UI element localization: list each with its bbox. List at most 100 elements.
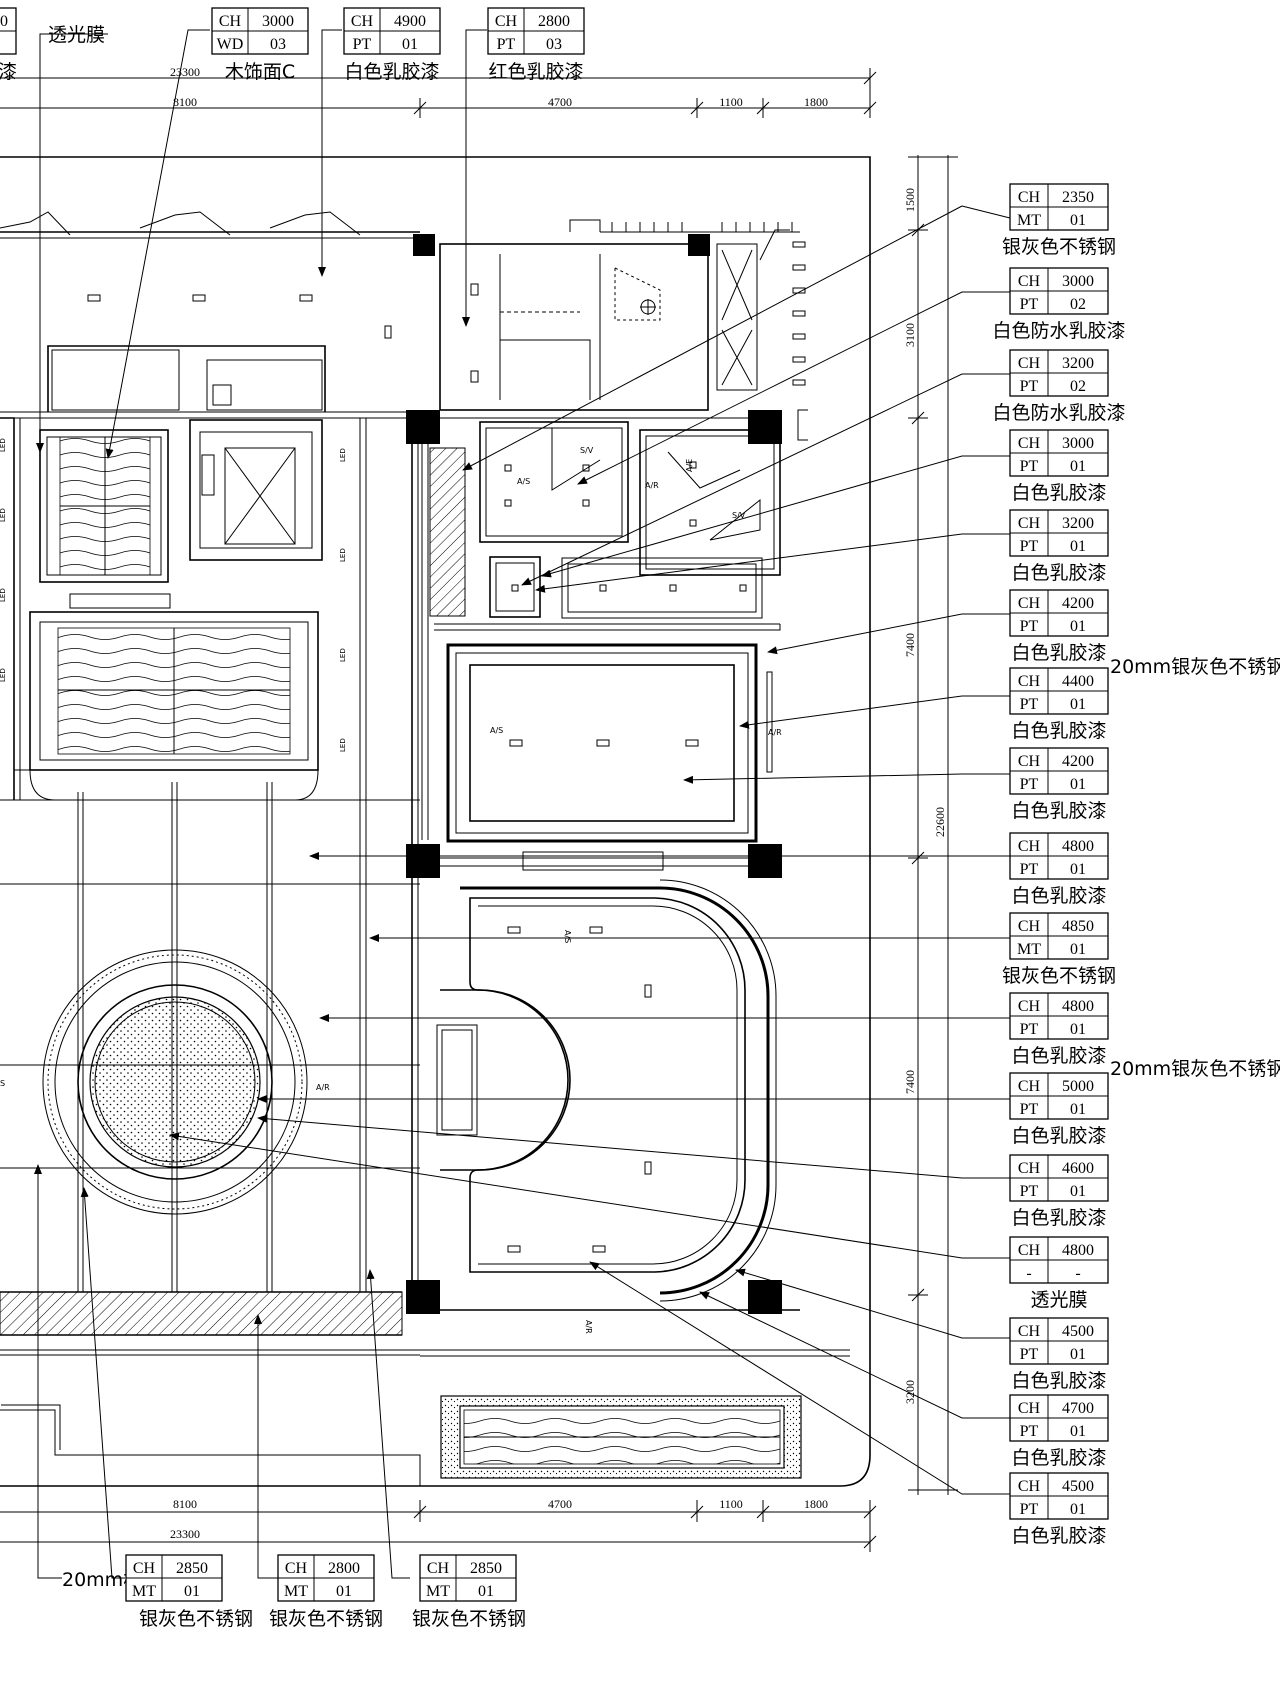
right-tag-2-caption: 白色防水乳胶漆 xyxy=(992,320,1125,342)
svg-text:2850: 2850 xyxy=(470,1560,502,1577)
svg-text:02: 02 xyxy=(1070,378,1086,395)
svg-text:CH: CH xyxy=(1018,515,1041,532)
svg-text:01: 01 xyxy=(1070,1346,1086,1363)
dimension-labels: 23300 8100 4700 1100 1800 8100 4700 1100… xyxy=(170,65,947,1541)
right-tag-17-caption: 白色乳胶漆 xyxy=(1011,1525,1106,1547)
right-tag-1-caption: 银灰色不锈钢 xyxy=(1002,236,1116,258)
svg-text:LED: LED xyxy=(0,668,7,682)
plan-label-ar-left: A/R xyxy=(316,1083,330,1092)
svg-text:PT: PT xyxy=(353,36,372,53)
svg-text:02: 02 xyxy=(1070,296,1086,313)
plan-label-sv-2: S/V xyxy=(732,511,746,520)
svg-text:4200: 4200 xyxy=(1062,595,1094,612)
top-left-partial-tag: 0 漆 透光膜 xyxy=(0,7,105,83)
svg-text:LED: LED xyxy=(0,588,7,602)
top-tag-1-caption: 木饰面C xyxy=(225,61,295,83)
svg-text:PT: PT xyxy=(497,36,516,53)
svg-text:CH: CH xyxy=(1018,1078,1041,1095)
svg-text:4850: 4850 xyxy=(1062,918,1094,935)
svg-text:-: - xyxy=(1075,1265,1080,1282)
bottom-note-20mm-slot: 20mm槽 xyxy=(62,1569,142,1591)
svg-text:PT: PT xyxy=(1020,296,1039,313)
svg-text:LED: LED xyxy=(339,648,347,662)
svg-text:PT: PT xyxy=(1020,1346,1039,1363)
svg-text:01: 01 xyxy=(1070,1423,1086,1440)
dimension-lines xyxy=(0,68,958,1552)
svg-text:CH: CH xyxy=(1018,673,1041,690)
top-vent-ticks xyxy=(611,222,793,232)
svg-text:4500: 4500 xyxy=(1062,1478,1094,1495)
small-lights-upper-rooms xyxy=(504,461,747,592)
svg-text:CH: CH xyxy=(351,13,374,30)
svg-text:4600: 4600 xyxy=(1062,1160,1094,1177)
dim-right-seg-4: 7400 xyxy=(903,1070,917,1094)
building-outline xyxy=(0,156,871,1487)
svg-text:01: 01 xyxy=(1070,941,1086,958)
right-tag-14-caption: 透光膜 xyxy=(1030,1289,1087,1311)
svg-text:01: 01 xyxy=(184,1583,200,1600)
svg-text:LED: LED xyxy=(339,738,347,752)
svg-text:CH: CH xyxy=(1018,998,1041,1015)
svg-text:3200: 3200 xyxy=(1062,515,1094,532)
svg-text:-: - xyxy=(1026,1265,1031,1282)
svg-text:01: 01 xyxy=(1070,458,1086,475)
svg-text:01: 01 xyxy=(1070,776,1086,793)
svg-text:01: 01 xyxy=(402,36,418,53)
svg-text:CH: CH xyxy=(1018,838,1041,855)
dim-right-seg-1: 1500 xyxy=(903,188,917,212)
svg-text:01: 01 xyxy=(1070,212,1086,229)
right-tag-5-caption: 白色乳胶漆 xyxy=(1011,562,1106,584)
right-edge-ticks xyxy=(792,241,808,441)
svg-text:CH: CH xyxy=(285,1560,308,1577)
svg-text:CH: CH xyxy=(495,13,518,30)
svg-text:PT: PT xyxy=(1020,776,1039,793)
svg-text:CH: CH xyxy=(1018,1478,1041,1495)
svg-text:PT: PT xyxy=(1020,618,1039,635)
round-room-lights xyxy=(507,926,652,1253)
small-lights-left xyxy=(87,294,392,339)
plan-label-as-1: A/S xyxy=(517,477,530,486)
svg-text:MT: MT xyxy=(1017,941,1041,958)
dim-top-total: 23300 xyxy=(170,65,200,79)
svg-text:01: 01 xyxy=(1070,1021,1086,1038)
svg-text:PT: PT xyxy=(1020,1423,1039,1440)
plan-label-as-3: A/S xyxy=(563,930,572,943)
partial-tag-value: 0 xyxy=(0,13,8,30)
top-tag-2: CH 4900 PT 01 白色乳胶漆 xyxy=(343,7,441,83)
svg-text:PT: PT xyxy=(1020,696,1039,713)
svg-text:CH: CH xyxy=(1018,435,1041,452)
bottom-tag-1-caption: 银灰色不锈钢 xyxy=(139,1608,253,1630)
svg-text:CH: CH xyxy=(427,1560,450,1577)
svg-text:MT: MT xyxy=(284,1583,308,1600)
top-tag-3: CH 2800 PT 03 红色乳胶漆 xyxy=(487,7,585,83)
svg-text:CH: CH xyxy=(1018,595,1041,612)
svg-text:3200: 3200 xyxy=(1062,355,1094,372)
dim-top-seg-4: 1800 xyxy=(804,95,828,109)
bottom-note: 20mm槽 xyxy=(62,1569,142,1591)
svg-text:01: 01 xyxy=(336,1583,352,1600)
plan-label-as-2: A/S xyxy=(490,726,503,735)
svg-text:01: 01 xyxy=(1070,1101,1086,1118)
dim-bottom-seg-3: 1100 xyxy=(719,1497,743,1511)
svg-text:01: 01 xyxy=(1070,1501,1086,1518)
svg-text:01: 01 xyxy=(1070,861,1086,878)
svg-text:PT: PT xyxy=(1020,1021,1039,1038)
svg-text:PT: PT xyxy=(1020,378,1039,395)
plan-label-ar-2: A/R xyxy=(768,728,782,737)
right-tag-15-caption: 白色乳胶漆 xyxy=(1011,1370,1106,1392)
led-labels-left: LED LED LED LED LED LED LED LED xyxy=(0,438,347,752)
